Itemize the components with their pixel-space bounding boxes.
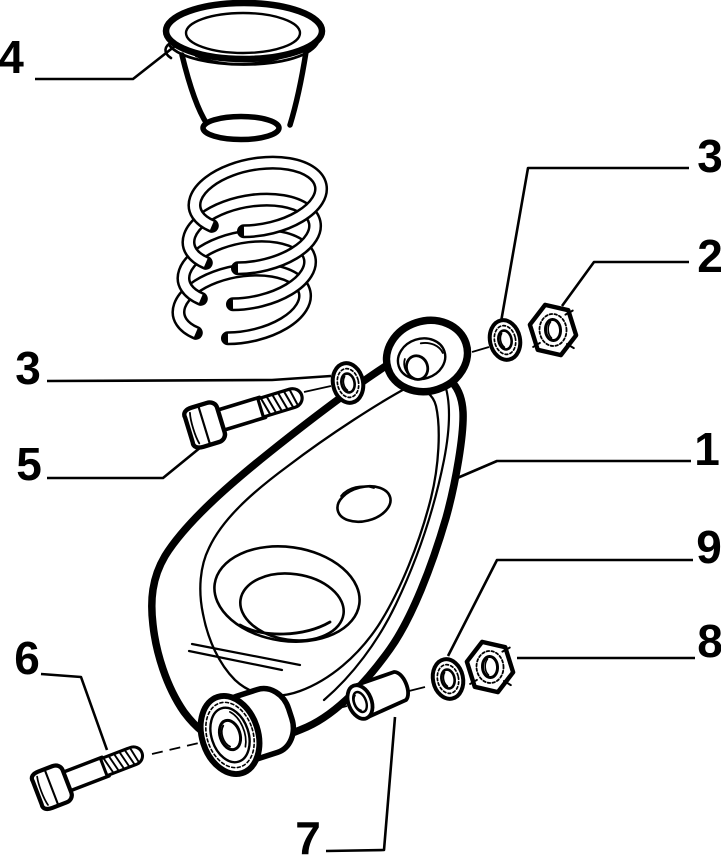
seat-inner-arc: [238, 620, 332, 636]
nut-front: [529, 303, 578, 357]
small-hole-arc: [340, 485, 375, 497]
callout-leader-7: [325, 716, 397, 853]
axis-line: [471, 346, 490, 353]
arm-flange-line: [322, 380, 450, 702]
callout-leader-3-rear: [499, 166, 689, 323]
callout-label-4: 4: [0, 31, 24, 83]
callout-leader-6: [40, 672, 109, 751]
axis-line: [408, 686, 426, 692]
spring-cup: [162, 0, 326, 143]
callout-label-9: 9: [696, 521, 721, 573]
callout-label-7: 7: [295, 812, 321, 858]
callout-label-3-front: 3: [15, 342, 41, 394]
callout-label-5: 5: [16, 438, 42, 490]
callout-leader-9: [446, 558, 693, 657]
callout-leader-1: [447, 459, 691, 484]
callout-leader-2: [560, 260, 689, 307]
callout-label-6: 6: [14, 632, 40, 684]
spacer-sleeve: [345, 670, 410, 721]
callout-leader-5: [47, 445, 202, 480]
arm-rear-bushing: [197, 685, 297, 778]
axis-line: [303, 385, 332, 393]
callout-leaders: [35, 44, 695, 853]
callout-label-8: 8: [697, 615, 721, 667]
callout-label-1: 1: [694, 423, 720, 475]
coil-spring: [171, 155, 329, 346]
callout-leader-3-front: [46, 374, 332, 383]
washer-front-outer: [484, 315, 526, 365]
arm-eye-bushing: [382, 316, 472, 396]
axis-line: [151, 740, 208, 755]
arm-chamfer-lines: [187, 642, 302, 672]
nut-rear: [466, 640, 515, 694]
callout-leader-4: [35, 44, 176, 81]
callout-label-2: 2: [697, 230, 721, 282]
callout-labels: 4 3 5 6 7 3 2 1 9 8: [0, 31, 721, 858]
arm-small-hole: [336, 484, 392, 524]
bolt-rear: [30, 734, 149, 811]
callout-label-3-rear: 3: [697, 130, 721, 182]
washer-rear: [427, 654, 469, 704]
